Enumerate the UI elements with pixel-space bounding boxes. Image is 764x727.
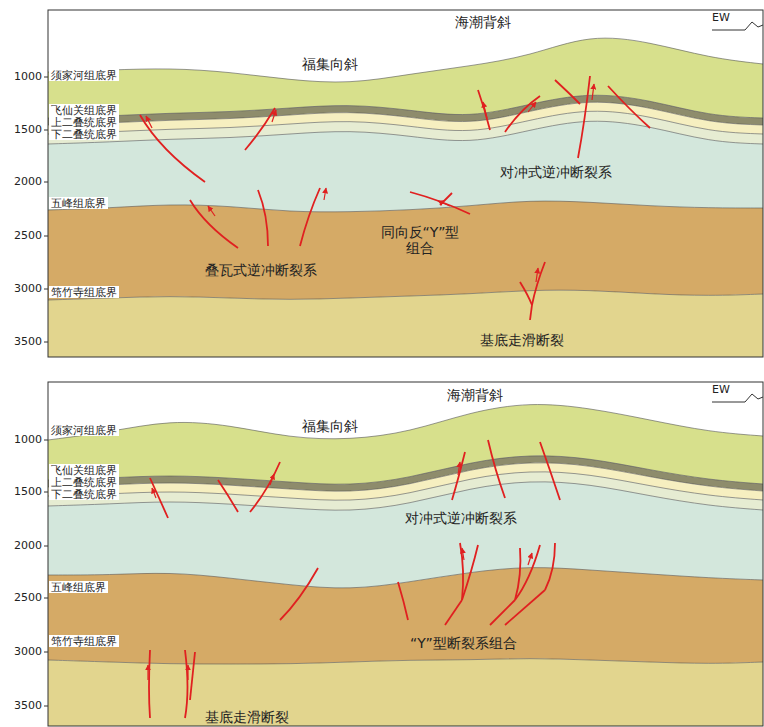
- fault-system-label: 对冲式逆冲断裂系: [500, 164, 612, 180]
- structure-name: 海潮背斜: [455, 14, 511, 30]
- depth-value: 3000: [14, 646, 42, 659]
- horizon-name: 筇竹寺组底界: [49, 286, 119, 298]
- depth-value: 1500: [14, 124, 42, 137]
- horizon-line: [48, 568, 763, 588]
- depth-tick: [44, 77, 48, 78]
- horizon-line: [48, 121, 763, 144]
- depth-tick: [44, 130, 48, 131]
- depth-value: 2000: [14, 176, 42, 189]
- horizon-line: [48, 111, 763, 134]
- depth-tick: [44, 182, 48, 183]
- orientation-label: EW: [712, 384, 730, 397]
- fault-system-label: 基底走滑断裂: [480, 332, 564, 348]
- depth-tick: [44, 652, 48, 653]
- depth-value: 3000: [14, 283, 42, 296]
- rock-layer: [48, 568, 763, 664]
- depth-value: 2000: [14, 540, 42, 553]
- depth-value: 1000: [14, 434, 42, 447]
- fault-system-label: 叠瓦式逆冲断裂系: [205, 262, 317, 278]
- horizon-line: [48, 290, 763, 300]
- horizon-line: [48, 659, 763, 664]
- horizon-line: [48, 201, 763, 212]
- fault-system-label: “Y”型断裂系组合: [410, 635, 517, 651]
- depth-value: 2500: [14, 592, 42, 605]
- depth-tick: [44, 236, 48, 237]
- horizon-line: [48, 405, 763, 440]
- horizon-line: [48, 102, 763, 125]
- depth-tick: [44, 706, 48, 707]
- depth-tick: [44, 598, 48, 599]
- depth-value: 2500: [14, 230, 42, 243]
- depth-tick: [44, 342, 48, 343]
- horizon-name: 五峰组底界: [49, 197, 108, 209]
- horizon-line: [48, 38, 763, 82]
- rock-layer: [48, 659, 763, 726]
- fault-system-label: 对冲式逆冲断裂系: [405, 510, 517, 526]
- horizon-name: 下二叠统底界: [49, 128, 119, 140]
- structure-name: 福集向斜: [302, 418, 358, 434]
- depth-value: 1000: [14, 71, 42, 84]
- horizon-name: 须家河组底界: [49, 69, 119, 81]
- fault-system-label: 基底走滑断裂: [205, 709, 289, 725]
- structure-name: 福集向斜: [302, 56, 358, 72]
- panel-frame: [48, 10, 763, 357]
- depth-value: 3500: [14, 336, 42, 349]
- horizon-line: [48, 472, 763, 500]
- horizon-name: 五峰组底界: [49, 581, 108, 593]
- depth-tick: [44, 440, 48, 441]
- horizon-line: [48, 95, 763, 118]
- rock-layer: [48, 290, 763, 357]
- orientation-label: EW: [712, 12, 730, 25]
- fault-lines: [140, 76, 650, 718]
- depth-tick: [44, 289, 48, 290]
- horizon-name: 筇竹寺组底界: [49, 635, 119, 647]
- rock-layer: [48, 201, 763, 300]
- horizon-name: 上二叠统底界: [49, 476, 119, 488]
- depth-value: 1500: [14, 486, 42, 499]
- fault-system-label: 同向反“Y”型 组合: [372, 224, 468, 256]
- horizon-line: [48, 456, 763, 484]
- depth-tick: [44, 492, 48, 493]
- rock-layer: [48, 121, 763, 212]
- structure-name: 海潮背斜: [447, 387, 503, 403]
- horizon-line: [48, 482, 763, 510]
- rock-layer: [48, 482, 763, 588]
- horizon-name: 须家河组底界: [49, 424, 119, 436]
- horizon-name: 飞仙关组底界: [49, 464, 119, 476]
- depth-tick: [44, 546, 48, 547]
- orientation-symbol: [712, 22, 763, 402]
- depth-value: 3500: [14, 700, 42, 713]
- horizon-name: 下二叠统底界: [49, 488, 119, 500]
- panel-frame: [48, 382, 763, 726]
- horizon-name: 飞仙关组底界: [49, 104, 119, 116]
- horizon-name: 上二叠统底界: [49, 116, 119, 128]
